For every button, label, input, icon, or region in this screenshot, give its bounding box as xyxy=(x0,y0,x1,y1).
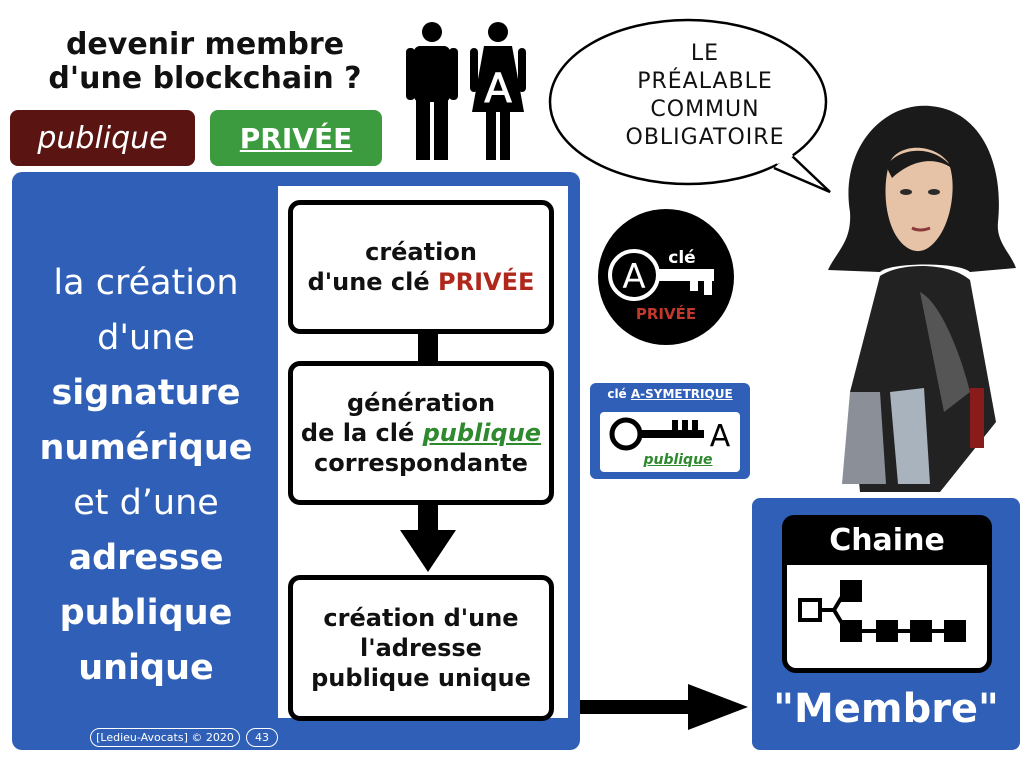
woman-illustration xyxy=(828,105,1016,492)
private-key-word-bottom: PRIVÉE xyxy=(636,304,696,323)
desc-line-1: la création xyxy=(53,263,239,303)
tag-publique-label: publique xyxy=(37,120,168,156)
chain-blocks-icon xyxy=(798,580,966,642)
member-label: "Membre" xyxy=(773,686,999,732)
step3-line3: publique unique xyxy=(311,664,531,692)
desc-line-3: signature xyxy=(51,373,241,413)
tag-privee-label: PRIVÉE xyxy=(239,121,353,155)
chain-title: Chaine xyxy=(782,515,992,565)
slide-title: devenir membre d'une blockchain ? xyxy=(20,28,390,96)
desc-line-6: adresse xyxy=(68,538,224,578)
step2-line3: correspondante xyxy=(314,449,528,477)
step2-line1: génération xyxy=(346,389,496,417)
private-key-word-top: clé xyxy=(668,248,695,268)
bubble-line-1: LE xyxy=(690,41,720,66)
arrow-right-shaft xyxy=(580,700,690,714)
step1-line1: création xyxy=(365,238,477,266)
step3-line2: l'adresse xyxy=(360,634,482,662)
title-line-1: devenir membre xyxy=(65,27,345,62)
bubble-line-2: PRÉALABLE xyxy=(637,69,773,94)
arrow-down-icon xyxy=(400,530,456,572)
public-key-letter: A xyxy=(710,419,731,454)
connector-1-2 xyxy=(418,334,438,362)
man-woman-icon: A xyxy=(406,22,526,160)
public-key-badge-title: clé A-SYMETRIQUE xyxy=(607,387,733,401)
arrow-right-icon xyxy=(688,684,748,730)
page-number: 43 xyxy=(246,728,278,747)
connector-2-3-shaft xyxy=(418,505,438,533)
private-key-letter: A xyxy=(622,257,645,297)
desc-line-8: unique xyxy=(78,648,214,688)
bubble-line-3: COMMUN xyxy=(650,97,760,122)
tag-privee: PRIVÉE xyxy=(210,110,382,166)
speech-bubble xyxy=(548,18,831,194)
step2-highlight: publique xyxy=(422,419,542,447)
step-private-key: création d'une clé PRIVÉE xyxy=(288,200,554,334)
step-address: création d'une l'adresse publique unique xyxy=(288,575,554,721)
footer-copyright: [Ledieu-Avocats] © 2020 xyxy=(90,728,240,747)
title-line-2: d'une blockchain ? xyxy=(48,61,362,96)
step-public-key: génération de la clé publique correspond… xyxy=(288,361,554,505)
step3-line1: création d'une xyxy=(323,604,519,632)
step1-line2: d'une clé PRIVÉE xyxy=(307,268,535,296)
step1-highlight: PRIVÉE xyxy=(438,268,535,296)
public-key-badge-word: publique xyxy=(643,452,713,468)
bubble-line-4: OBLIGATOIRE xyxy=(625,125,785,150)
woman-letter: A xyxy=(484,66,512,112)
desc-line-4: numérique xyxy=(39,428,253,468)
desc-line-5: et d’une xyxy=(73,483,219,523)
private-key-icon: A clé PRIVÉE xyxy=(598,209,734,345)
panel-description: la création d'une signature numérique et… xyxy=(12,256,280,696)
badge-title-main: A-SYMETRIQUE xyxy=(630,387,733,401)
desc-line-2: d'une xyxy=(97,318,195,358)
speech-bubble-text: LE PRÉALABLE COMMUN OBLIGATOIRE xyxy=(620,40,790,152)
desc-line-7: publique xyxy=(59,593,233,633)
public-key-icon: A xyxy=(609,417,731,454)
step2-line2: de la clé publique xyxy=(300,419,542,447)
tag-publique: publique xyxy=(10,110,195,166)
